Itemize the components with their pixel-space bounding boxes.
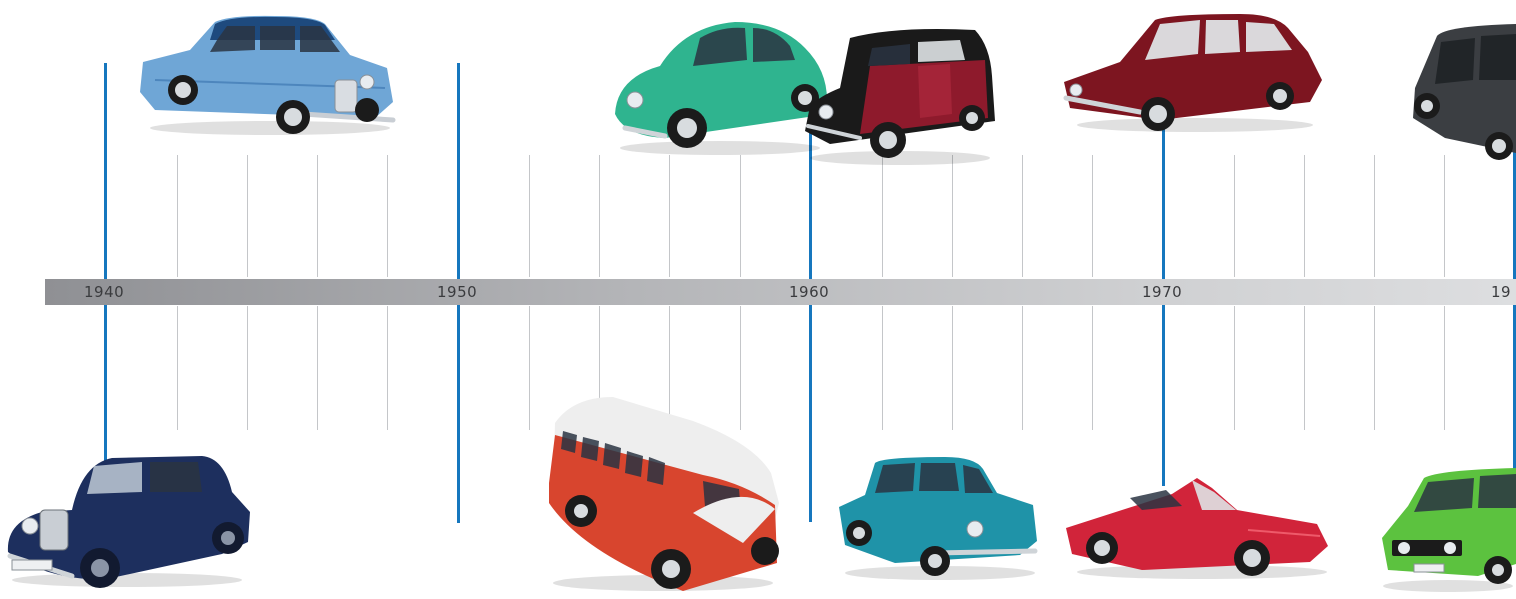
minor-tick (317, 155, 318, 277)
minor-tick (669, 155, 670, 277)
minor-tick (529, 306, 530, 430)
minor-tick (740, 155, 741, 277)
minor-tick (247, 155, 248, 277)
car-bus-red-white (543, 393, 785, 595)
minor-tick (529, 155, 530, 277)
minor-tick (599, 155, 600, 277)
car-coupe-dark-blue (2, 452, 257, 592)
minor-tick (952, 306, 953, 430)
minor-tick (1234, 155, 1235, 277)
minor-tick (882, 155, 883, 277)
minor-tick (882, 306, 883, 430)
minor-tick (387, 155, 388, 277)
car-roadster-red (1062, 470, 1332, 582)
minor-tick (1022, 306, 1023, 430)
minor-tick (1092, 306, 1093, 430)
decade-label-1950: 1950 (437, 283, 477, 301)
decade-label-1980: 19 (1491, 283, 1511, 301)
minor-tick (1444, 155, 1445, 277)
minor-tick (1092, 155, 1093, 277)
minor-tick (1444, 306, 1445, 430)
decade-label-1970: 1970 (1142, 283, 1182, 301)
car-2cv-maroon (800, 26, 1000, 168)
minor-tick (1374, 155, 1375, 277)
minor-tick (177, 155, 178, 277)
car-hatch-dark-grey (1405, 18, 1516, 163)
decade-label-1960: 1960 (789, 283, 829, 301)
timeline-bar (45, 279, 1516, 305)
minor-tick (1304, 306, 1305, 430)
minor-tick (387, 306, 388, 430)
decade-label-1940: 1940 (84, 283, 124, 301)
car-hatch-green (1378, 466, 1516, 594)
decade-marker-1940 (104, 63, 107, 463)
car-sedan-dark-red (1060, 10, 1325, 135)
minor-tick (1374, 306, 1375, 430)
decade-marker-1960 (809, 110, 812, 522)
car-sedan-light-blue (135, 10, 400, 140)
minor-tick (1304, 155, 1305, 277)
minor-tick (1022, 155, 1023, 277)
minor-tick (1234, 306, 1235, 430)
minor-tick (317, 306, 318, 430)
minor-tick (247, 306, 248, 430)
minor-tick (952, 155, 953, 277)
car-sedan-teal (835, 455, 1043, 583)
minor-tick (177, 306, 178, 430)
